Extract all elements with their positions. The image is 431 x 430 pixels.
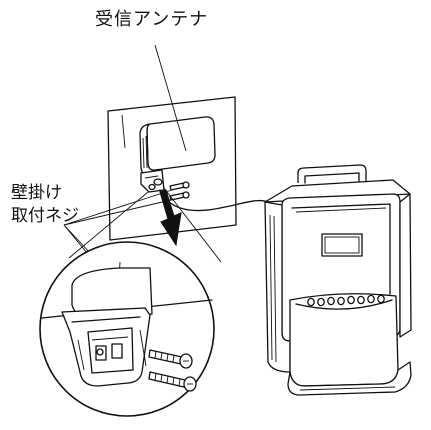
- wall-screw-upper: [148, 349, 193, 369]
- mounting-arrow: [159, 189, 182, 247]
- screws-label-line1: 壁掛け: [11, 183, 62, 203]
- clock-buttons: [307, 294, 385, 307]
- detail-magnifier: [39, 241, 215, 417]
- antenna-label: 受信アンテナ: [95, 9, 209, 30]
- receiving-antenna: [139, 116, 269, 212]
- time-clock: [264, 164, 412, 396]
- screws-label-line2: 取付ネジ: [11, 206, 79, 226]
- wall-screw-lower: [148, 371, 197, 392]
